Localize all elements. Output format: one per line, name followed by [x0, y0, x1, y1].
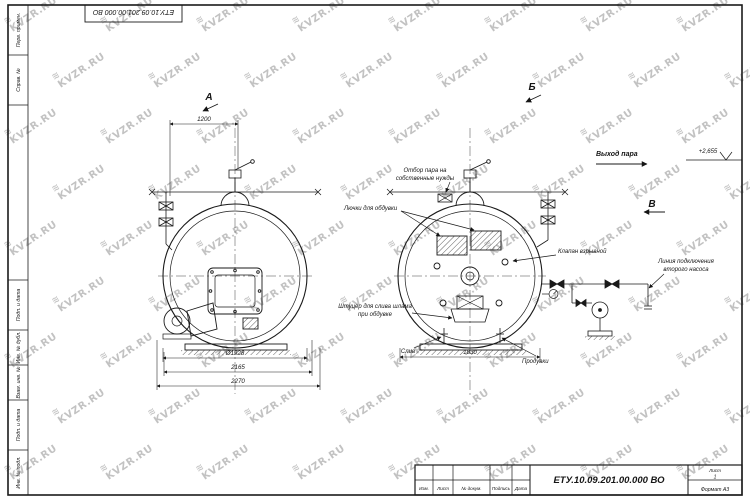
- margin-stamp-labels: Перв. примен. Справ. № Подп. и дата Инв.…: [16, 8, 174, 489]
- feed-pipe-fittings: [158, 192, 174, 251]
- dim-right-width: 1830: [463, 349, 477, 356]
- margin-label: Справ. №: [16, 68, 22, 92]
- ground-hatch: [416, 350, 526, 355]
- tb-col-dokum: № докум.: [461, 486, 481, 491]
- top-manifold-pipe: [148, 188, 322, 196]
- nozzle: [495, 299, 503, 307]
- margin-label: Перв. примен.: [16, 13, 22, 47]
- label-drain: Слив: [401, 349, 415, 355]
- nozzle: [439, 299, 447, 307]
- boiler-shell-outer: [397, 203, 543, 349]
- label-second-pump-1: Линия подключения: [657, 259, 714, 265]
- tb-col-list: Лист: [436, 486, 449, 491]
- boiler-shell-outer: [162, 203, 308, 349]
- burner-fan: [162, 302, 218, 340]
- view-label-a: А: [204, 92, 212, 103]
- sight-glass: [242, 317, 259, 330]
- view-label-v: В: [648, 199, 655, 210]
- dim-diameter: Ø1928: [225, 350, 245, 357]
- dim-top-width: 1200: [197, 116, 211, 123]
- nozzle: [501, 258, 509, 266]
- margin-label: Взам. инв. №: [16, 366, 22, 398]
- tb-col-podpis: Подпись: [492, 486, 511, 491]
- view-label-b: Б: [528, 82, 535, 93]
- drain-stubs: [440, 328, 504, 343]
- tb-col-data: Дата: [514, 486, 528, 491]
- blowoff-hatch-left: [436, 235, 468, 256]
- label-elevation: +2,655: [699, 149, 718, 155]
- annotations: [400, 151, 742, 357]
- label-explosion-valve: Клапан взрывной: [558, 248, 607, 255]
- label-sludge-1: Штуцер для слива шлама: [338, 304, 412, 310]
- pressure-gauge: [542, 289, 559, 299]
- tb-sheet-value: 1: [714, 475, 717, 481]
- label-hatches: Лючки для обдувки: [343, 206, 398, 212]
- title-block: [414, 464, 743, 496]
- margin-label: Подп. и дата: [16, 409, 22, 442]
- margin-label: Инв. № дубл.: [16, 332, 22, 364]
- safety-valve-assembly: [220, 159, 255, 207]
- tb-col-izm: Изм.: [419, 486, 429, 491]
- elevation-mark: [719, 151, 733, 161]
- blowoff-hatch-right: [470, 230, 502, 251]
- boiler-front-view: [148, 128, 322, 394]
- pump-piping: [541, 279, 652, 340]
- boiler-rear-view: [386, 128, 652, 396]
- tb-format: Формат А3: [701, 487, 729, 493]
- tb-doc-number: ЕТУ.10.09.201.00.000 ВО: [553, 475, 665, 486]
- label-own-needs-2: собственные нужды: [396, 176, 455, 182]
- view-a-arrow: [202, 103, 219, 112]
- front-view-dimensions: [156, 120, 321, 390]
- rear-view-dimensions: [399, 348, 541, 362]
- boiler-shell-inner: [169, 210, 301, 342]
- furnace-door: [207, 267, 263, 315]
- dim-mid-width: 2165: [230, 364, 245, 371]
- label-sludge-2: при обдувке: [358, 312, 393, 318]
- label-steam-out: Выход пара: [596, 150, 638, 158]
- dim-overall-width: 2270: [230, 378, 245, 385]
- margin-label: Подп. и дата: [16, 289, 22, 322]
- top-manifold-pipe: [386, 188, 569, 203]
- label-own-needs-1: Отбор пара на: [404, 168, 448, 174]
- margin-label: Инв. № подл.: [16, 456, 22, 488]
- sheet-frame: [7, 4, 743, 496]
- boiler-shell-inner: [404, 210, 536, 342]
- doc-number-top: ЕТУ.10.09.201.00.000 ВО: [92, 8, 174, 15]
- nozzle: [433, 262, 441, 270]
- safety-valve-assembly: [455, 159, 491, 207]
- view-b-arrow: [525, 94, 542, 103]
- label-blowdown: Продувки: [522, 359, 549, 365]
- steam-valve-fittings: [536, 192, 556, 248]
- center-fitting: [450, 266, 490, 323]
- label-second-pump-2: второго насоса: [663, 267, 709, 273]
- tb-sheet-label: Лист: [708, 468, 721, 473]
- ground-hatch: [181, 350, 291, 355]
